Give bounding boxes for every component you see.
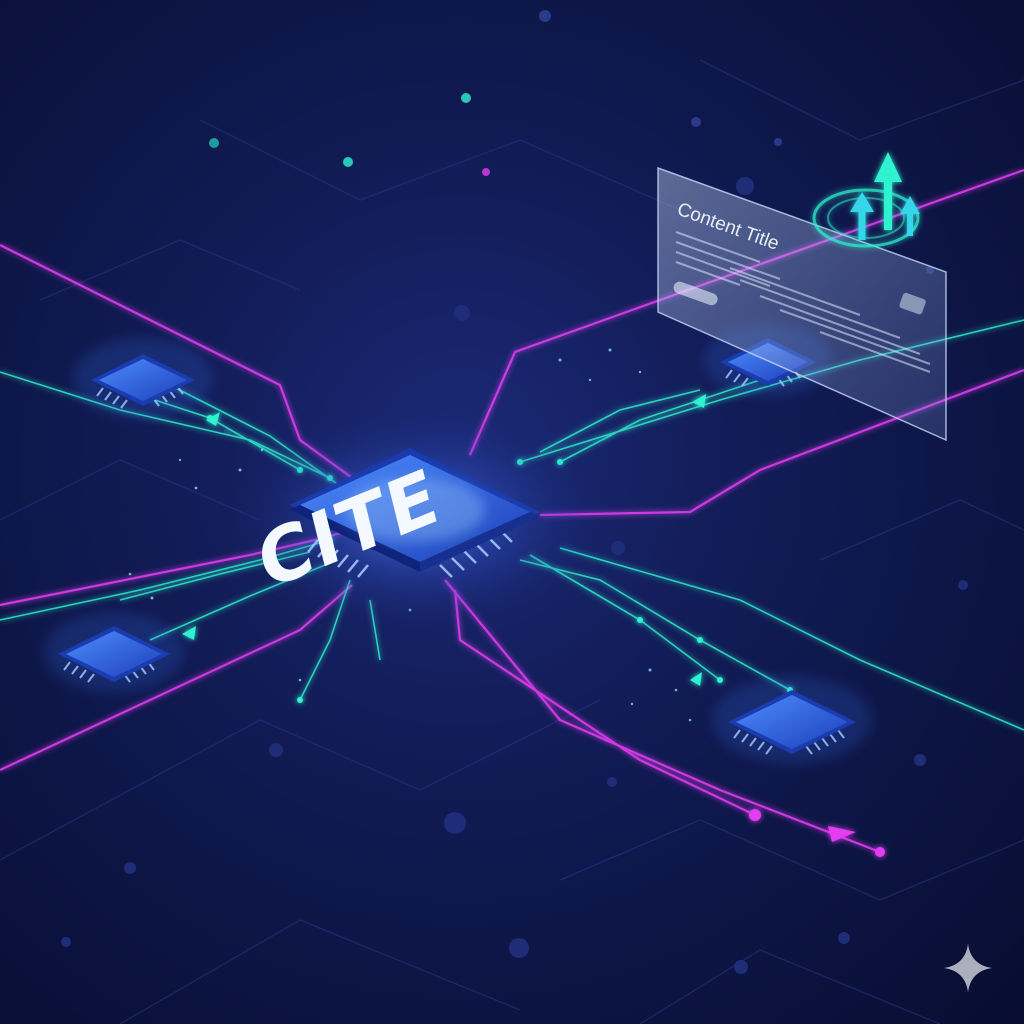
chip-top-left <box>73 338 213 418</box>
core-chip: CITE <box>225 410 605 630</box>
card-text-lines <box>675 231 931 373</box>
chip-bottom-left <box>44 612 184 692</box>
magenta-trace-ends <box>749 809 885 857</box>
card-thumbnail <box>899 292 926 315</box>
chip-bottom-right <box>712 676 872 764</box>
particles <box>128 348 692 722</box>
sparkle-icon <box>944 944 992 992</box>
up-arrows-icon <box>812 152 920 248</box>
content-card: Content Title <box>657 166 947 442</box>
card-button <box>673 281 718 306</box>
background-dots <box>61 10 968 974</box>
background-grid <box>0 59 1024 1024</box>
